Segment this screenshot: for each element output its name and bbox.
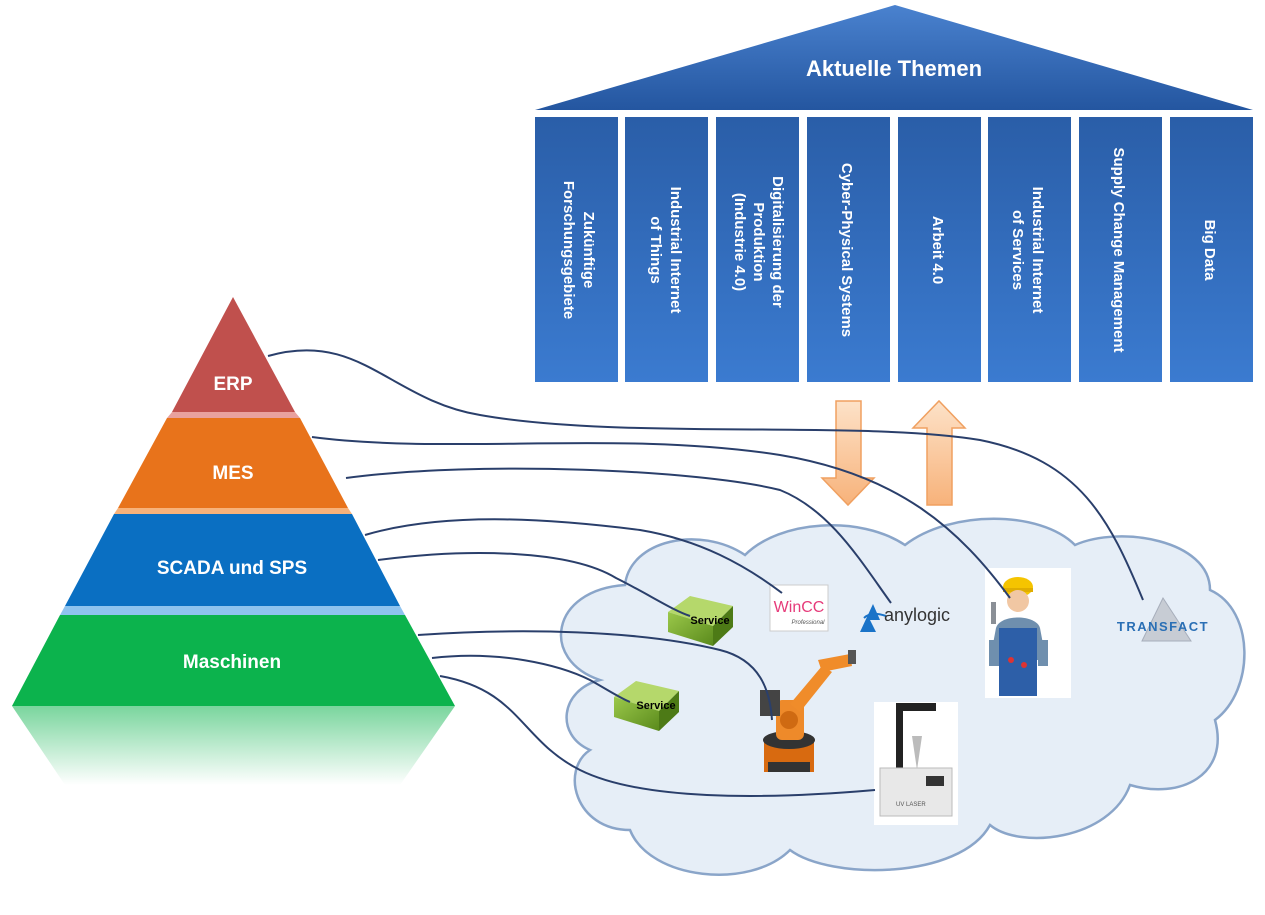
wrench-icon [991,602,996,624]
up-arrow-icon [911,399,967,506]
service-cube-1: Service [668,596,733,646]
house-roof: Aktuelle Themen [535,5,1253,110]
pyramid-level-erp [172,297,295,412]
cable-maschinen-service [431,654,631,703]
cable-scada-service [377,552,691,617]
cable-mes-anylogic [345,467,892,604]
pillar-4 [807,117,890,382]
anylogic-logo: anylogic [860,604,950,632]
pyramid: ERP MES SCADA und SPS Maschinen [12,297,455,706]
pillar-3-label-line-3: (Industrie 4.0) [731,193,748,291]
maschinen-label: Maschinen [183,652,281,673]
pillar-5-label: Arbeit 4.0 [929,216,946,284]
pyramid-level-mes [118,418,348,508]
pillar-2-label-line-2: of Things [647,216,664,284]
pillar-6-label-line-1: Industrial Internet [1029,187,1046,314]
pillar-7-label: Supply Change Management [1110,147,1127,352]
connection-cables [267,349,1144,797]
pillars: Zukünftige Forschungsgebiete Industrial … [535,117,1253,382]
cable-maschinen-robot [417,630,773,721]
transfact-text: TRANSFACT [1117,619,1209,634]
pyramid-gap-1 [167,412,300,418]
pillar-7 [1079,117,1162,382]
pyramid-gap-3 [60,606,405,615]
pyramid-reflection [12,706,455,785]
transfact-triangle-icon [1141,596,1192,642]
down-arrow-icon [820,400,876,507]
wincc-logo: WinCC Professional [769,584,829,632]
exchange-arrows [820,399,967,507]
wincc-text: WinCC [774,599,825,616]
pyramid-level-scada [65,514,400,606]
service-2-label: Service [636,700,675,712]
erp-label: ERP [213,374,252,395]
pillar-1 [535,117,618,382]
pillar-1-label-line-1: Zukünftige [580,212,597,289]
pillar-6-label-line-2: of Services [1009,210,1026,290]
scada-label: SCADA und SPS [157,558,307,579]
anylogic-text: anylogic [884,605,950,625]
pyramid-gap-2 [114,508,352,514]
anylogic-icon [860,604,880,632]
transfact-logo: TRANSFACT [1117,596,1209,642]
worker-photo [985,568,1071,698]
printer-label: UV LASER [896,802,926,808]
pillar-5 [898,117,981,382]
industrial-robot-icon [760,650,856,772]
pillar-6 [988,117,1071,382]
wincc-subtext: Professional [791,620,825,626]
pillar-1-label-line-2: Forschungsgebiete [560,181,577,319]
pillar-3 [716,117,799,382]
pillar-3-label-line-2: Produktion [750,202,767,281]
pillar-8-label: Big Data [1201,220,1218,282]
pillar-3-label-line-1: Digitalisierung der [769,176,786,308]
pillar-4-label: Cyber-Physical Systems [838,163,855,337]
3d-printer-photo: UV LASER [874,702,958,825]
cable-maschinen-printer [439,675,876,797]
pillar-2-label-line-1: Industrial Internet [667,187,684,314]
service-cube-2: Service [614,681,679,731]
cable-mes-worker [311,436,1011,599]
roof-title: Aktuelle Themen [806,56,982,81]
pyramid-level-maschinen [12,615,455,706]
service-1-label: Service [690,615,729,627]
pillar-8 [1170,117,1253,382]
pillar-2 [625,117,708,382]
cable-erp-transfact [267,349,1144,601]
mes-label: MES [212,463,253,484]
cable-scada-wincc [364,518,783,594]
